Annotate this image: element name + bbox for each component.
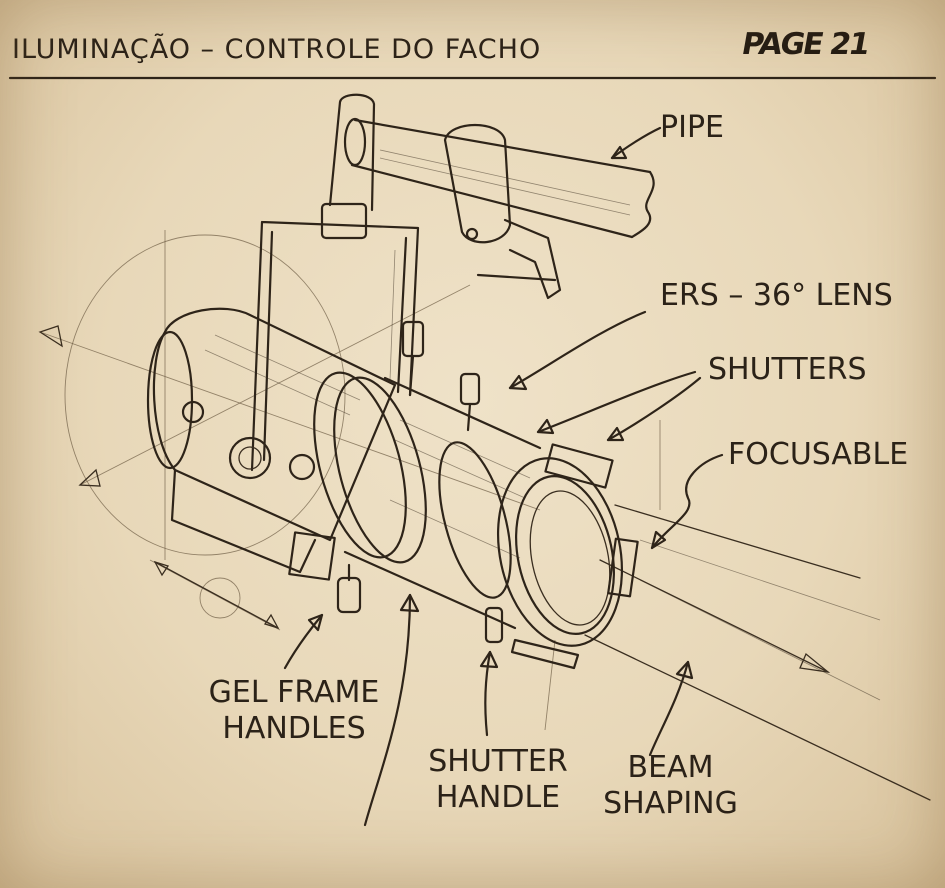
front-lens xyxy=(496,443,639,670)
label-shutter-handle-line-2: HANDLE xyxy=(435,780,561,815)
c-clamp xyxy=(443,123,562,300)
label-pipe: PIPE xyxy=(660,110,724,145)
light-beam xyxy=(584,504,931,801)
construction-guides xyxy=(38,230,661,731)
callout-arrows xyxy=(283,126,724,827)
label-beam-shaping-line-1: BEAM xyxy=(627,750,714,785)
label-shutters: SHUTTERS xyxy=(708,352,867,387)
label-gel-frame-handles-line-1: GEL FRAME xyxy=(208,675,380,710)
label-focusable: FOCUSABLE xyxy=(728,437,909,472)
yoke xyxy=(250,93,420,472)
label-gel-frame-handles: GEL FRAME HANDLES xyxy=(196,675,392,747)
knobs-and-handles xyxy=(288,320,504,644)
label-gel-frame-handles-line-2: HANDLES xyxy=(222,711,366,746)
pipe xyxy=(343,117,655,239)
rear-housing xyxy=(146,307,397,581)
label-beam-shaping: BEAM SHAPING xyxy=(588,750,753,822)
page-title: ILUMINAÇÃO – CONTROLE DO FACHO xyxy=(12,34,542,65)
label-shutter-handle: SHUTTER HANDLE xyxy=(418,744,578,816)
label-beam-shaping-line-2: SHAPING xyxy=(603,786,738,821)
label-shutter-handle-line-1: SHUTTER xyxy=(428,744,568,779)
dimension-marks xyxy=(153,560,280,630)
label-ers-lens: ERS – 36° LENS xyxy=(660,278,893,313)
